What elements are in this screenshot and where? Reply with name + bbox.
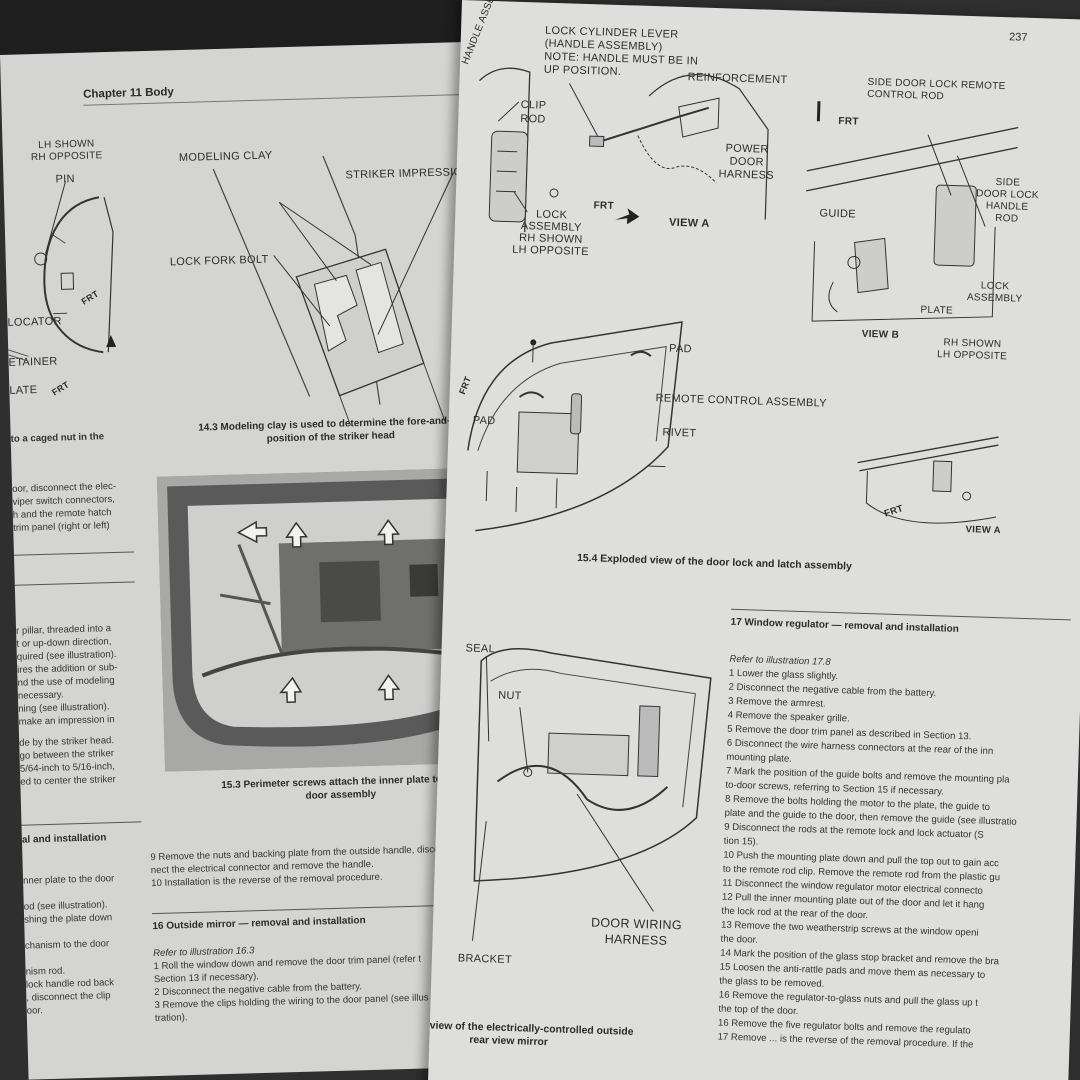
section-16-heading: 16 Outside mirror — removal and installa… xyxy=(152,915,366,933)
section-17-heading: 17 Window regulator — removal and instal… xyxy=(730,616,959,635)
caption-15-4: 15.4 Exploded view of the door lock and … xyxy=(576,552,852,573)
remote-control-drawing xyxy=(467,321,683,532)
label-side-door-lock-remote: SIDE DOOR LOCK REMOTE CONTROL ROD xyxy=(867,76,1006,103)
section-rule-3 xyxy=(21,821,142,826)
page-number: 237 xyxy=(1008,31,1028,44)
section-rule-2 xyxy=(14,581,135,586)
label-view-a-small: VIEW A xyxy=(965,524,1002,537)
lock-assembly-drawing xyxy=(479,67,769,233)
caption-fragment-left: to a caged nut in the xyxy=(10,431,105,445)
section-rule-1 xyxy=(13,551,134,556)
chapter-header: Chapter 11 Body xyxy=(82,86,175,101)
label-bracket: BRACKET xyxy=(457,952,513,967)
lock-pin-diagram xyxy=(8,181,117,362)
striker-clay-diagram xyxy=(212,155,454,426)
caption-16-fragment: view of the electrically-controlled outs… xyxy=(429,1020,634,1049)
view-a-small: FRT VIEW A xyxy=(845,422,1009,542)
door-inner-plate-photo xyxy=(156,467,505,772)
section-heading-fragment: al and installation xyxy=(21,832,107,846)
right-page: 237 LOCK CYLINDER LEVER (HANDLE ASSEMBLY… xyxy=(427,0,1080,1080)
door-harness-drawing xyxy=(471,648,712,941)
view-b-drawing xyxy=(806,101,1019,322)
label-handle-assembly: HANDLE ASSEMBLY xyxy=(460,0,508,67)
